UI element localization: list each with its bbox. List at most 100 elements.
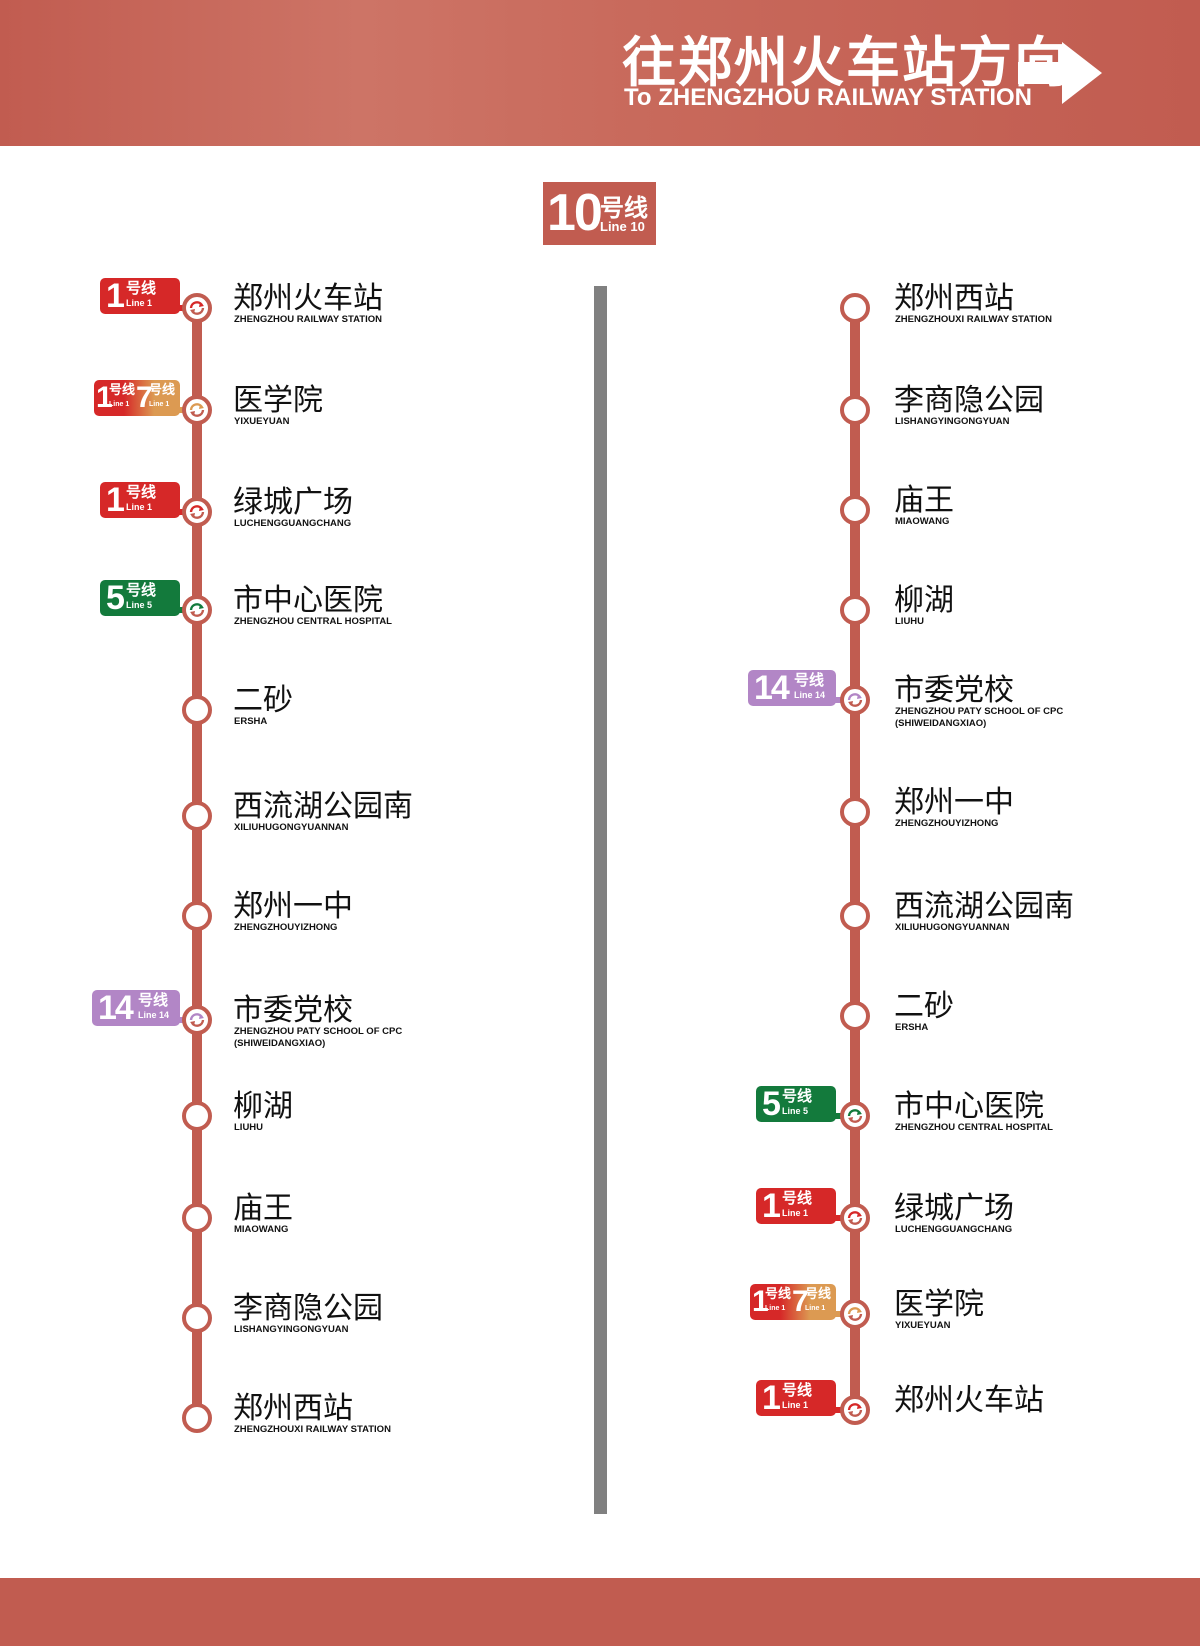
station-name-cn: 医学院 [233, 383, 323, 418]
station-marker [840, 797, 870, 827]
transfer-line-label-cn: 号线 [126, 581, 157, 599]
station-name-en: ZHENGZHOU CENTRAL HOSPITAL [234, 616, 392, 627]
direction-header: 往郑州火车站方向 To ZHENGZHOU RAILWAY STATION [0, 0, 1200, 146]
station-name-cn: 市委党校 [233, 993, 353, 1028]
transfer-arrows-icon [847, 1109, 863, 1123]
station-marker [182, 901, 212, 931]
transfer-line-number: 14 [754, 669, 790, 707]
transfer-arrows-icon [189, 505, 205, 519]
transfer-station-marker [840, 1395, 870, 1425]
station-name-en: XILIUHUGONGYUANNAN [895, 922, 1010, 933]
right-track [850, 308, 860, 1410]
transfer-line-label-cn: 号线 [126, 279, 157, 297]
line-badge: 10 号线 Line 10 [543, 182, 656, 245]
transfer-line-label-en: Line 1 [109, 401, 130, 408]
station-name-cn: 郑州一中 [894, 785, 1014, 820]
station-name-cn: 柳湖 [233, 1089, 293, 1124]
station-name-en: ZHENGZHOU PATY SCHOOL OF CPC [234, 1026, 403, 1037]
station-name-cn: 西流湖公园南 [894, 889, 1074, 924]
station-name-en: LUCHENGGUANGCHANG [895, 1224, 1013, 1235]
transfer-line-label-en: Line 1 [149, 401, 170, 408]
station-name-cn: 郑州火车站 [894, 1383, 1044, 1418]
station-name-en: LIUHU [234, 1122, 264, 1133]
transfer-line-label-en: Line 14 [794, 690, 826, 700]
station-marker [840, 495, 870, 525]
transfer-line-label-en: Line 1 [782, 1208, 809, 1218]
station-name-cn: 郑州西站 [894, 281, 1014, 316]
transfer-line-number: 14 [98, 989, 134, 1027]
footer-band [0, 1578, 1200, 1646]
transfer-arrows-icon [847, 1403, 863, 1417]
station-marker [182, 801, 212, 831]
line-number: 10 [547, 184, 603, 242]
transfer-arrows-icon [847, 1307, 863, 1321]
station-name-en: ZHENGZHOUXI RAILWAY STATION [895, 314, 1052, 325]
station-marker [182, 1303, 212, 1333]
station-name-cn: 庙王 [894, 483, 954, 518]
station-marker [840, 1001, 870, 1031]
station-name-en: MIAOWANG [895, 516, 950, 527]
station-name-en: LIUHU [895, 616, 925, 627]
transfer-line-label-cn: 号线 [782, 1381, 813, 1399]
station-name-cn: 郑州火车站 [233, 281, 383, 316]
transfer-line-number: 1 [762, 1187, 781, 1225]
transfer-line-label-cn: 号线 [782, 1087, 813, 1105]
transfer-station-marker [840, 1299, 870, 1329]
transfer-line-number: 1 [106, 277, 125, 315]
transfer-line-label-cn: 号线 [109, 383, 136, 398]
station-name-cn: 绿城广场 [894, 1191, 1014, 1226]
station-name-cn: 二砂 [894, 989, 954, 1024]
station-name-en: ZHENGZHOUYIZHONG [895, 818, 999, 829]
station-marker [840, 395, 870, 425]
station-name-cn: 二砂 [233, 683, 293, 718]
transfer-line-number: 5 [762, 1085, 781, 1123]
transfer-line-number: 7 [792, 1285, 809, 1318]
transfer-line-number: 1 [752, 1285, 769, 1318]
station-marker [182, 1203, 212, 1233]
station-name-cn: 市委党校 [894, 673, 1014, 708]
transfer-line-number: 1 [762, 1379, 781, 1417]
station-name-en: ZHENGZHOU RAILWAY STATION [234, 314, 382, 325]
station-marker [840, 595, 870, 625]
station-name-en: ERSHA [895, 1022, 929, 1033]
transfer-line-label-cn: 号线 [805, 1287, 832, 1302]
transfer-line-label-en: Line 5 [126, 600, 153, 610]
transfer-station-marker [840, 1101, 870, 1131]
station-name-en: ERSHA [234, 716, 268, 727]
station-marker [840, 293, 870, 323]
station-name-cn: 李商隐公园 [233, 1291, 383, 1326]
transfer-arrows-icon [847, 1211, 863, 1225]
transfer-line-label-en: Line 1 [126, 298, 153, 308]
station-name-cn: 郑州一中 [233, 889, 353, 924]
station-name-en: MIAOWANG [234, 1224, 289, 1235]
transfer-line-label-en: Line 1 [805, 1305, 826, 1312]
left-track [192, 308, 202, 1418]
transfer-station-marker [182, 595, 212, 625]
station-name-en: YIXUEYUAN [234, 416, 290, 427]
direction-title-cn: 往郑州火车站方向 [622, 31, 1070, 94]
station-name-cn: 绿城广场 [233, 485, 353, 520]
transfer-line-label-en: Line 14 [138, 1010, 170, 1020]
transfer-line-label-cn: 号线 [149, 383, 176, 398]
station-name-en: LUCHENGGUANGCHANG [234, 518, 352, 529]
transfer-line-number: 5 [106, 579, 125, 617]
transfer-line-number: 1 [106, 481, 125, 519]
transfer-line-label-cn: 号线 [126, 483, 157, 501]
transfer-station-marker [840, 1203, 870, 1233]
station-name-en: YIXUEYUAN [895, 1320, 951, 1331]
column-divider [594, 286, 607, 1514]
line-label-en: Line 10 [600, 219, 645, 234]
transfer-station-marker [840, 685, 870, 715]
station-name-en: ZHENGZHOU PATY SCHOOL OF CPC [895, 706, 1064, 717]
station-name-cn: 市中心医院 [894, 1089, 1044, 1124]
station-name-en: XILIUHUGONGYUANNAN [234, 822, 349, 833]
transfer-line-label-en: Line 1 [126, 502, 153, 512]
transfer-arrows-icon [189, 403, 205, 417]
